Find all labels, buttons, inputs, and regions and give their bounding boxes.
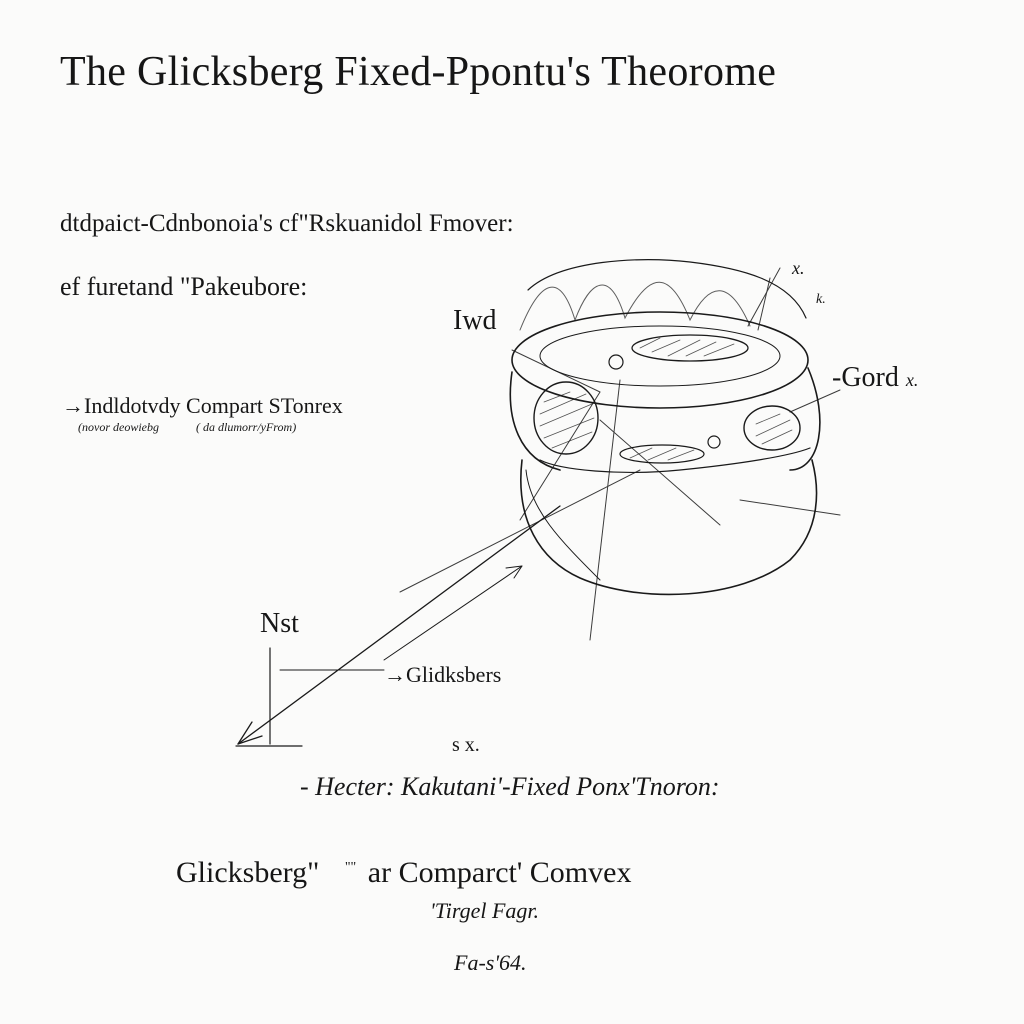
label-right-suffix: x. — [905, 370, 919, 390]
subnote-left: (novor deowiebg — [78, 420, 159, 434]
construction-lines — [399, 267, 841, 641]
page-title: The Glicksberg Fixed-Ppontu's Theorome — [60, 49, 777, 95]
right-oval — [743, 405, 801, 451]
intro-line-1: dtdpaict-Cdnbonoia's cf"Rskuanidol Fmove… — [60, 210, 514, 237]
long-arrow-head — [237, 721, 263, 745]
footer-line-4: - Hecter: Kakutani'-Fixed Ponx'Tnoron: — [300, 772, 720, 801]
inner-rim — [539, 325, 781, 387]
footer-line-6: 'Tirgel Fagr. — [430, 898, 540, 923]
lower-inner — [539, 447, 811, 473]
label-top: Iwd — [453, 305, 497, 336]
label-sx: s x. — [452, 734, 480, 756]
intro-line-2: ef furetand "Pakeubore: — [60, 272, 308, 301]
footer-line-5: Glicksberg" "" ar Comparct' Comvex — [176, 856, 631, 890]
subnote-right: ( da dlumorr/yFrom) — [195, 420, 297, 434]
label-corner-k: k. — [816, 292, 826, 307]
label-nst: Nst — [260, 608, 299, 639]
left-oval — [533, 381, 599, 455]
hatched-top — [631, 334, 749, 362]
footer-line-5-a: Glicksberg" — [176, 856, 320, 889]
mid-arrow-head — [505, 565, 523, 579]
footer-line-7: Fa-s'64. — [454, 950, 527, 975]
lower-bowl — [520, 459, 818, 596]
mid-arrow-shaft — [383, 565, 523, 661]
small-dot-b — [608, 354, 624, 370]
side-left — [525, 469, 601, 581]
footer-line-5-b: ar Comparct' Comvex — [367, 856, 632, 889]
body-outline — [509, 367, 821, 471]
middle-lens — [619, 444, 705, 464]
label-glicksberg-arrow: →Glidksbers — [384, 662, 502, 687]
wave-top — [519, 281, 751, 331]
intro-line-3: →Indldotvdy Compart STonrex — [62, 393, 343, 418]
intro-line-3-subnote: (novor deowiebg ( da dlumorr/yFrom) — [78, 420, 296, 435]
hatching — [539, 337, 793, 461]
top-rim — [511, 311, 809, 409]
label-right-text: -Gord — [832, 362, 899, 393]
long-arrow-shaft — [237, 505, 561, 745]
outer-envelope — [527, 259, 807, 319]
small-dot-a — [707, 435, 721, 449]
label-right: -Gord x. — [832, 362, 918, 394]
footer-line-5-small: "" — [344, 860, 357, 875]
label-corner-x: x. — [792, 258, 805, 278]
